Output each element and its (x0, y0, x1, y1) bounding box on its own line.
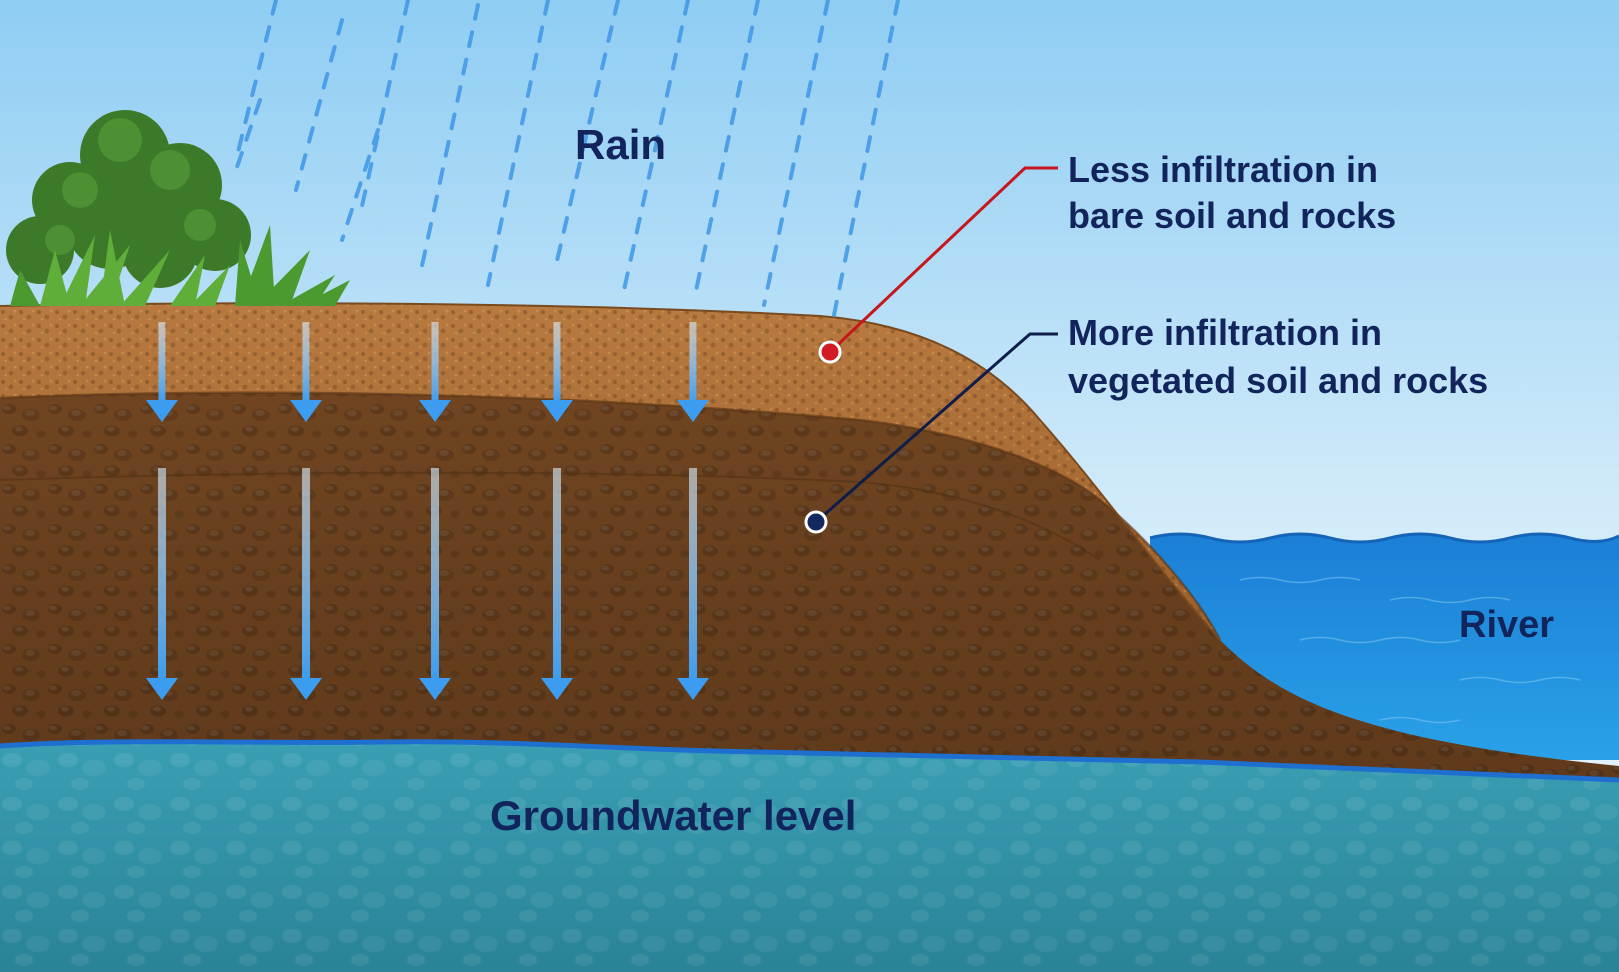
rain-icon (234, 0, 900, 317)
subsoil-layer (0, 303, 1619, 780)
rain-streak (340, 128, 380, 242)
rain-label: Rain (575, 121, 666, 168)
groundwater-level-line (0, 739, 1619, 783)
infiltration-arrow (419, 468, 451, 700)
infiltration-arrow (290, 468, 322, 700)
infiltration-arrow (677, 322, 709, 422)
infiltration-arrow (146, 468, 178, 700)
more-infiltration-label-line2: vegetated soil and rocks (1068, 360, 1488, 401)
less-infiltration-callout (818, 166, 1058, 364)
infiltration-arrow (541, 468, 573, 700)
groundwater-label: Groundwater level (490, 792, 856, 839)
infiltration-arrows (146, 322, 709, 700)
more-infiltration-label-line1: More infiltration in (1068, 312, 1382, 353)
more-infiltration-marker (804, 510, 828, 534)
more-infiltration-callout (804, 332, 1058, 534)
rain-streak (622, 0, 690, 292)
vegetation-icon (6, 110, 350, 306)
rain-streak (762, 0, 830, 307)
rain-streak (418, 3, 480, 277)
rain-streak (294, 18, 344, 192)
rain-streak (832, 0, 900, 317)
less-infiltration-marker (818, 340, 842, 364)
less-infiltration-label-line1: Less infiltration in (1068, 149, 1378, 190)
rain-streak (358, 0, 410, 217)
rain-streak (554, 0, 620, 267)
rain-streak (486, 0, 550, 287)
infiltration-arrow (541, 322, 573, 422)
river-label: River (1459, 604, 1554, 646)
rain-streak (692, 0, 760, 302)
less-infiltration-label-line2: bare soil and rocks (1068, 195, 1396, 236)
rain-streak (234, 98, 262, 172)
infiltration-arrow (290, 322, 322, 422)
rain-streak (234, 0, 278, 162)
infiltration-arrow (419, 322, 451, 422)
infiltration-arrow (677, 468, 709, 700)
groundwater-zone (0, 741, 1619, 972)
infiltration-arrow (146, 322, 178, 422)
